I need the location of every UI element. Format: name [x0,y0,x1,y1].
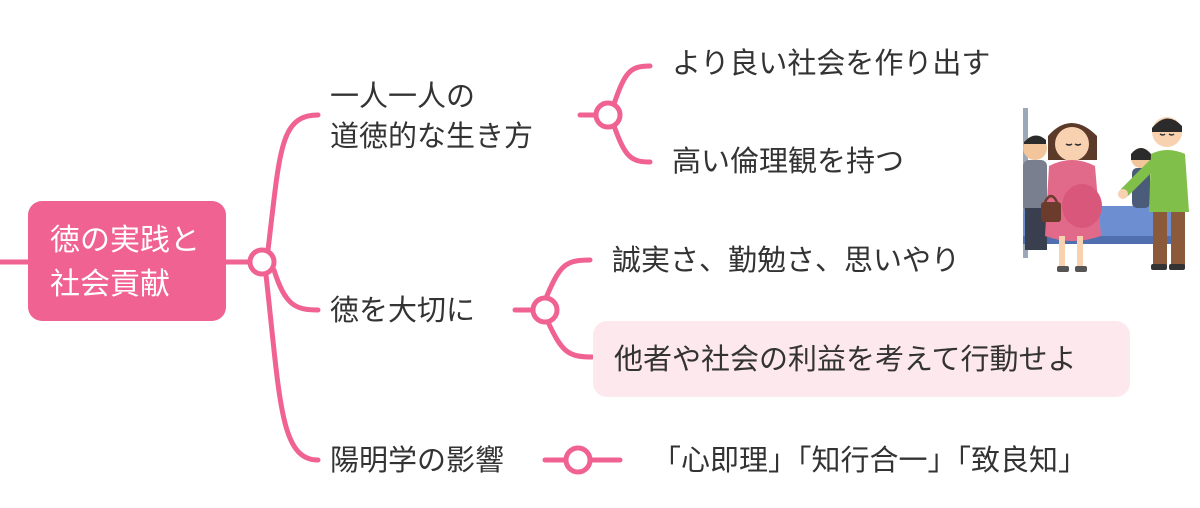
branch1-child-connector-1 [611,63,653,107]
branch3-hub-circle [563,445,593,475]
branch-node-2: 徳を大切に [330,293,476,327]
branch2-hub-circle [530,295,560,325]
leaf-node-1-2: 高い倫理観を持つ [672,144,905,178]
branch1-child-connector-2 [611,123,653,165]
root-hub-circle [247,247,277,277]
leaf-node-2-2: 他者や社会の利益を考えて行動せよ [614,342,1077,376]
branch-node-3: 陽明学の影響 [330,443,505,477]
highlight-box [593,321,1130,397]
leaf-node-3-1: 「心即理」「知行合一」「致良知」 [652,443,1088,477]
root-node: 徳の実践と 社会貢献 [28,201,226,321]
leaf-node-1-1: より良い社会を作り出す [672,46,991,80]
branch-node-1: 一人一人の 道徳的な生き方 [330,79,534,153]
branch-connector-1 [265,112,321,253]
branch-connector-3 [263,272,321,463]
branch2-child-connector-1 [543,257,593,301]
leaf-node-2-1: 誠実さ、勤勉さ、思いやり [612,243,961,277]
branch2-child-connector-2 [545,319,595,360]
branch-connector-2 [271,267,321,313]
branch1-hub-circle [593,100,623,130]
train-seat-offering-illustration [1023,108,1189,272]
